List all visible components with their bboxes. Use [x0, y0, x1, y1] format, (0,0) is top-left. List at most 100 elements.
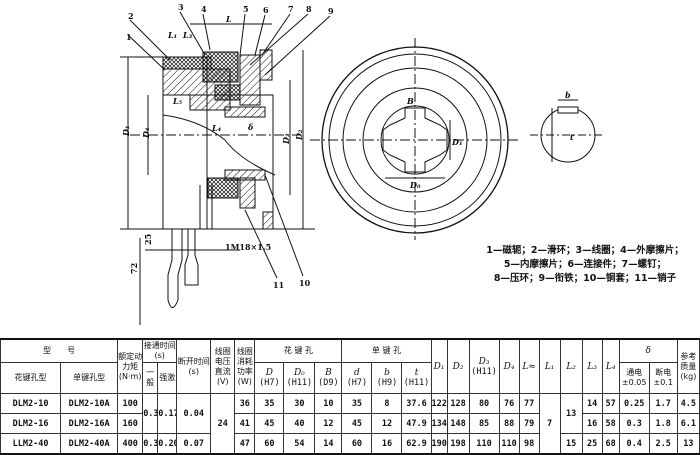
table-row: LLM2-40 DLM2-40A 400 0.35 0.20 0.07 47 6… [0, 433, 700, 455]
cell-D4: 76 [498, 393, 520, 414]
header-d-symbol: d [354, 368, 360, 378]
header-L: L≈ [518, 338, 540, 394]
cell-D3: 80 [468, 393, 500, 414]
header-spline-hole: 花 键 孔 [254, 338, 343, 363]
header-L4: L₄ [601, 338, 620, 394]
dim-label: D₄ [141, 127, 151, 139]
cell-L3: 16 [581, 413, 603, 434]
cell-key-model: DLM2-10A [60, 393, 119, 414]
cell-B: 10 [314, 393, 343, 414]
part-label: 2 [128, 11, 134, 21]
cell-D1: 190 [430, 433, 448, 455]
header-on-time: 接通时间(s) [142, 338, 178, 363]
header-L3: L₃ [581, 338, 603, 394]
dim-label: δ [247, 122, 254, 132]
header-D4: D₄ [498, 338, 520, 394]
dim-label: b [565, 90, 571, 100]
dim-label: L₁ [167, 30, 177, 40]
cell-delta-on: 0.4 [618, 433, 650, 455]
header-mass: 参考质量(kg) [676, 338, 700, 394]
cell-mass: 6.1 [676, 413, 700, 434]
dim-label: D₁ [121, 126, 131, 137]
part-label: 8 [306, 4, 312, 14]
legend-line: 8—压环；9—衔铁；10—铜套；11—销子 [493, 273, 677, 284]
table-row: DLM2-10 DLM2-10A 100 0.3 0.17 0.04 24 36… [0, 393, 700, 455]
cell-B: 12 [314, 413, 343, 434]
cell-D2: 198 [446, 433, 470, 455]
part-label: 6 [263, 5, 269, 15]
header-off-time: 断开时间(s) [176, 338, 212, 394]
dim-label: L [225, 14, 232, 24]
dim-label: D₂ [294, 129, 304, 141]
cell-delta-on: 0.3 [618, 413, 650, 434]
cell-D4: 110 [498, 433, 520, 455]
header-b: b(H9) [371, 362, 403, 394]
cell-d: 35 [341, 393, 373, 414]
header-D3-symbol: D₃ [478, 356, 490, 367]
cell-D0: 54 [283, 433, 316, 455]
technical-drawing: 1 2 3 4 5 6 7 8 9 10 11 L L₁ L₃ L₅ L₄ δ … [120, 2, 605, 325]
header-D: D(H7) [254, 362, 285, 394]
cell-key-model: DLM2-16A [60, 413, 119, 434]
cell-D2: 148 [446, 413, 470, 434]
header-D0-tol: (H11) [286, 378, 313, 388]
cell-t: 37.6 [401, 393, 432, 414]
header-delta-off: 断电±0.1 [648, 362, 678, 394]
cell-off-time: 0.04 [176, 393, 212, 434]
dim-label: B [406, 96, 414, 106]
cell-on-normal: 0.35 [142, 433, 159, 455]
cell-D: 45 [254, 413, 285, 434]
cell-t: 62.9 [401, 433, 432, 455]
header-torque: 额定动力矩(N·m) [117, 338, 144, 394]
cell-D1: 122 [430, 393, 448, 414]
cell-D4: 88 [498, 413, 520, 434]
dim-label: D₁ [451, 137, 462, 147]
header-on-normal: 一般 [142, 362, 159, 394]
dim-label: 72 [129, 263, 139, 274]
header-d-tol: (H7) [346, 378, 368, 388]
cell-power: 41 [234, 413, 256, 434]
cell-power: 47 [234, 433, 256, 455]
cell-d: 60 [341, 433, 373, 455]
cell-D3: 85 [468, 413, 500, 434]
cell-L3: 25 [581, 433, 603, 455]
header-key-hole: 单 键 孔 [341, 338, 432, 363]
cell-off-time: 0.07 [176, 433, 212, 455]
header-D-symbol: D [265, 368, 273, 378]
part-label: 11 [273, 280, 284, 290]
cell-mass: 13 [676, 433, 700, 455]
cell-D0: 40 [283, 413, 316, 434]
cell-b: 8 [371, 393, 403, 414]
cell-L2: 13 [559, 393, 583, 434]
dim-label: t [570, 132, 574, 142]
header-power: 线圈消耗功率(W) [234, 338, 256, 394]
cell-L: 79 [518, 413, 540, 434]
header-delta: δ [618, 338, 678, 363]
header-key-type: 单键孔型 [60, 362, 119, 394]
part-label: 7 [288, 4, 294, 14]
cell-voltage: 24 [210, 393, 236, 455]
legend-line: 5—内摩擦片；6—连接件；7—螺钉； [503, 259, 667, 270]
cell-delta-off: 1.7 [648, 393, 678, 414]
header-D1: D₁ [430, 338, 448, 394]
cell-key-model: DLM2-40A [60, 433, 119, 455]
cell-delta-off: 2.5 [648, 433, 678, 455]
header-D0-symbol: D₀ [293, 368, 305, 378]
part-label: 10 [299, 278, 311, 288]
cell-L1: 7 [538, 393, 561, 455]
cell-L4: 57 [601, 393, 620, 414]
cell-D: 35 [254, 393, 285, 414]
cell-L: 77 [518, 393, 540, 414]
cell-torque: 400 [117, 433, 144, 455]
header-D2: D₂ [446, 338, 470, 394]
cell-spline-model: DLM2-16 [0, 413, 62, 434]
cell-torque: 100 [117, 393, 144, 414]
cell-delta-on: 0.25 [618, 393, 650, 414]
header-B-tol: (D9) [318, 378, 339, 388]
parts-legend: 1—磁轭；2—滑环；3—线圈；4—外摩擦片； 5—内摩擦片；6—连接件；7—螺钉… [470, 244, 700, 286]
dim-label: L₄ [211, 123, 222, 133]
header-D-tol: (H7) [259, 378, 280, 388]
side-section-view [120, 11, 331, 325]
header-B: B(D9) [314, 362, 343, 394]
keyway-view [530, 99, 605, 163]
